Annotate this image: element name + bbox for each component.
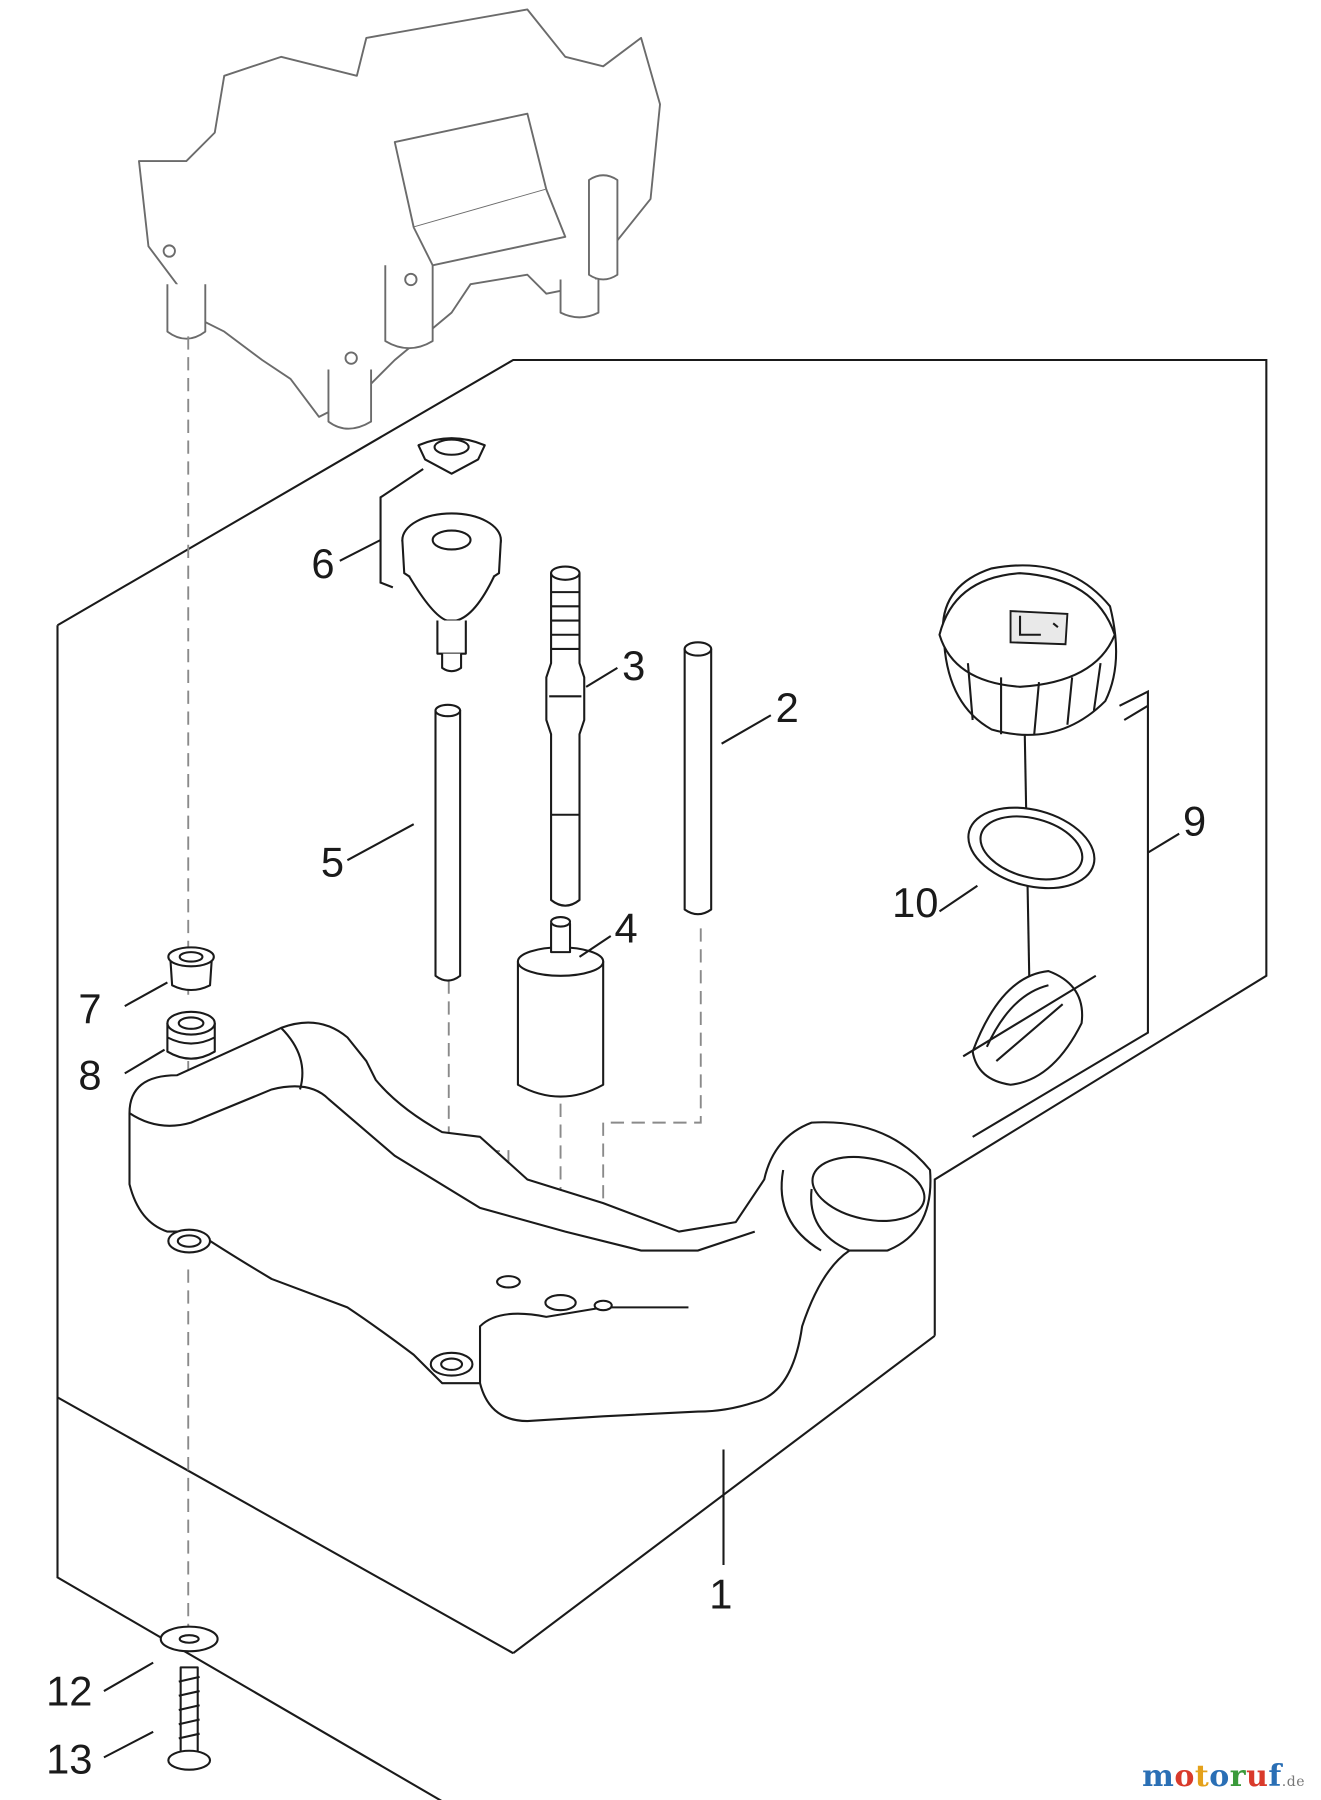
watermark-logo: motoruf.de <box>1142 1759 1305 1794</box>
watermark-letter: o <box>1209 1759 1230 1794</box>
part-13-screw <box>167 1666 212 1771</box>
part-2-tube <box>683 641 713 916</box>
leader-lines <box>103 539 1180 1759</box>
part-12-washer <box>159 1625 219 1653</box>
watermark-letter: f <box>1268 1759 1282 1794</box>
callout-5: 5 <box>321 838 344 885</box>
watermark-suffix: .de <box>1281 1774 1305 1790</box>
part-6-valve <box>379 437 502 673</box>
callout-1: 1 <box>709 1571 732 1618</box>
callout-4: 4 <box>615 905 638 952</box>
callout-3: 3 <box>622 642 645 689</box>
part-8-grommet <box>166 1010 216 1060</box>
part-9-fuel-cap <box>938 564 1149 1086</box>
callout-labels: 1 2 3 4 5 6 7 8 9 10 12 13 <box>46 540 1206 1783</box>
callout-13: 13 <box>46 1735 92 1782</box>
part-7-sleeve <box>167 946 215 992</box>
watermark-letter: o <box>1174 1759 1195 1794</box>
watermark-letter: t <box>1194 1759 1210 1794</box>
callout-12: 12 <box>46 1667 92 1714</box>
callout-6: 6 <box>311 540 334 587</box>
callout-2: 2 <box>776 684 799 731</box>
part-10-seal-ring <box>967 806 1096 890</box>
watermark-letter: u <box>1246 1759 1269 1794</box>
callout-7: 7 <box>78 985 101 1032</box>
part-3-fuel-line <box>545 565 586 907</box>
engine-housing <box>138 8 661 430</box>
callout-10: 10 <box>892 879 938 926</box>
callout-8: 8 <box>78 1051 101 1098</box>
part-1-fuel-tank <box>128 1021 932 1423</box>
part-4-fuel-filter <box>516 916 605 1098</box>
watermark-brand: motoruf <box>1142 1759 1282 1794</box>
callout-9: 9 <box>1183 798 1206 845</box>
watermark-letter: r <box>1229 1759 1247 1794</box>
watermark-letter: m <box>1142 1759 1175 1794</box>
part-5-tube <box>434 703 462 982</box>
